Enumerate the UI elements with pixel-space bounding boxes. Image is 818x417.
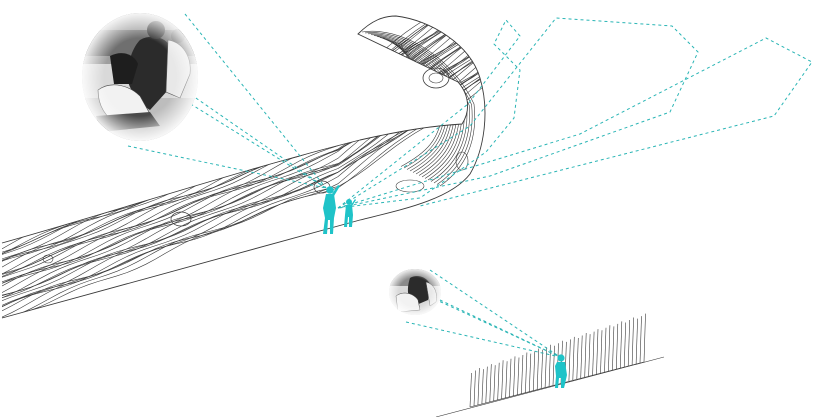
fence-picket bbox=[497, 362, 500, 400]
ground-line bbox=[435, 356, 665, 417]
child-silhouette bbox=[344, 199, 356, 227]
fence-picket bbox=[576, 337, 579, 380]
contour-line bbox=[2, 16, 483, 230]
fence-picket bbox=[540, 349, 543, 389]
fence-picket bbox=[600, 330, 603, 374]
fence-picket bbox=[536, 348, 539, 390]
fence-picket bbox=[635, 318, 638, 365]
adult-silhouette bbox=[323, 185, 340, 234]
fence-picket bbox=[529, 353, 532, 392]
contour-line bbox=[2, 24, 483, 260]
fence-picket bbox=[616, 323, 619, 370]
sightlines-upper bbox=[111, 13, 813, 209]
fence-picket bbox=[604, 327, 607, 373]
fence-picket bbox=[501, 360, 504, 399]
contour-line bbox=[370, 34, 468, 182]
fence-picket bbox=[612, 326, 615, 371]
fence-picket bbox=[473, 370, 476, 407]
picket-fence-structure bbox=[435, 313, 665, 417]
sightline bbox=[439, 299, 561, 358]
projected-frame-3 bbox=[337, 37, 813, 209]
fence-picket bbox=[477, 367, 480, 406]
fence-picket bbox=[568, 339, 571, 382]
fence-picket bbox=[544, 347, 547, 388]
vintage-baseball-photo-large bbox=[82, 13, 198, 141]
contour-line bbox=[2, 75, 483, 307]
fence-picket bbox=[533, 351, 536, 391]
contour-line bbox=[361, 30, 476, 187]
contour-line bbox=[379, 37, 460, 178]
fence-picket bbox=[489, 364, 492, 402]
fence-picket bbox=[592, 331, 595, 376]
sightline bbox=[127, 145, 327, 189]
sightlines-lower bbox=[401, 269, 561, 358]
fence-picket bbox=[580, 335, 583, 379]
sightline bbox=[405, 321, 561, 358]
contour-line bbox=[2, 32, 483, 275]
fence-picket bbox=[608, 325, 611, 372]
contour-line bbox=[2, 70, 483, 296]
fence-picket bbox=[627, 319, 630, 367]
contour-line bbox=[2, 47, 483, 278]
fence-picket bbox=[493, 365, 496, 401]
sightline bbox=[184, 13, 327, 189]
contour-line bbox=[2, 47, 483, 274]
vintage-baseball-photo-small bbox=[389, 269, 441, 315]
fence-picket bbox=[552, 345, 555, 386]
fence-picket bbox=[631, 317, 634, 366]
contour-line bbox=[2, 69, 483, 301]
fence-picket bbox=[521, 354, 524, 394]
fence-picket bbox=[513, 356, 516, 396]
contour-line bbox=[2, 16, 483, 216]
contour-line bbox=[2, 16, 483, 224]
contour-line bbox=[2, 43, 483, 275]
contour-line bbox=[382, 38, 458, 176]
adult-silhouette bbox=[555, 354, 567, 388]
contour-line bbox=[2, 56, 483, 287]
fence-picket bbox=[509, 358, 512, 397]
contour-line bbox=[2, 33, 483, 261]
projected-frame-1 bbox=[337, 19, 521, 209]
fence-picket bbox=[505, 361, 508, 398]
fence-picket bbox=[525, 352, 528, 393]
fence-picket bbox=[623, 322, 626, 368]
fence-picket bbox=[572, 336, 575, 381]
fence-picket bbox=[588, 334, 591, 377]
contour-line bbox=[2, 87, 483, 318]
fence-picket bbox=[596, 329, 599, 375]
contour-line bbox=[2, 16, 483, 239]
fence-picket bbox=[584, 332, 587, 378]
fence-picket bbox=[481, 369, 484, 404]
fence-picket bbox=[548, 344, 551, 387]
fence-picket bbox=[639, 316, 642, 364]
contour-line bbox=[2, 78, 483, 308]
contour-line bbox=[2, 16, 483, 237]
contour-line bbox=[2, 28, 483, 262]
fence-picket bbox=[469, 372, 472, 408]
contour-line bbox=[2, 16, 483, 231]
fence-picket bbox=[620, 321, 623, 369]
projected-frame-2 bbox=[337, 17, 699, 209]
fence-picket bbox=[485, 366, 488, 403]
fence-picket bbox=[643, 313, 646, 363]
contour-line bbox=[2, 16, 483, 217]
sightline bbox=[429, 269, 561, 358]
contour-line bbox=[388, 39, 453, 173]
fence-picket bbox=[517, 357, 520, 395]
contour-line bbox=[400, 43, 444, 167]
